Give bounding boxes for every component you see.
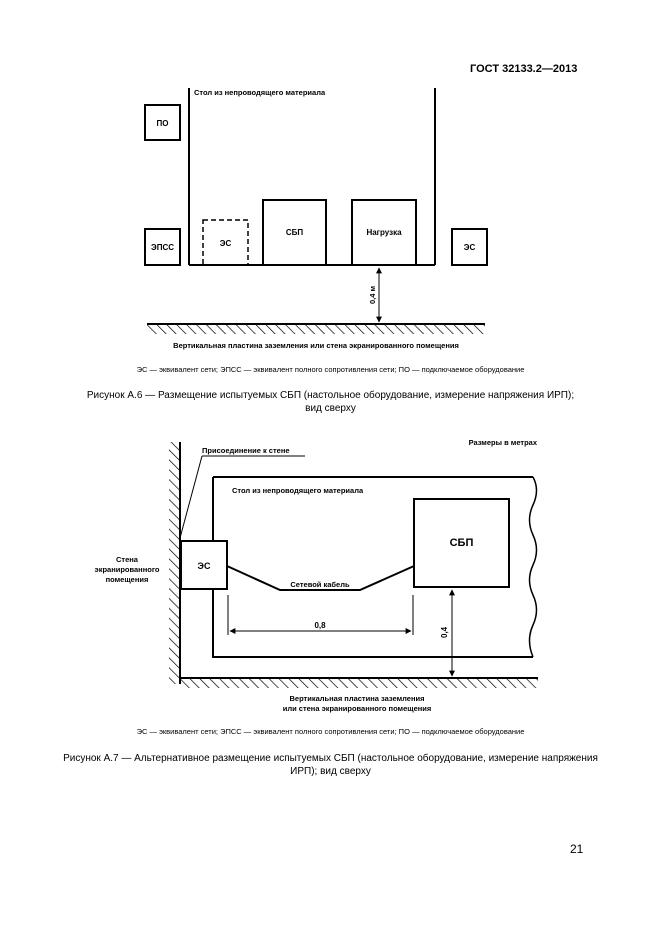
ground-plane-hatch xyxy=(147,324,485,334)
es-dashed-label: ЭС xyxy=(220,239,232,248)
wall-connection-label: Присоединение к стене xyxy=(202,446,290,455)
cable-label: Сетевой кабель xyxy=(290,580,350,589)
table-left-bottom-edge xyxy=(212,477,533,658)
figure-a7-caption-line1: Рисунок А.7 — Альтернативное размещение … xyxy=(63,753,598,764)
figure-a6-caption-line1: Рисунок А.6 — Размещение испытуемых СБП … xyxy=(86,390,575,401)
ground-plane-hatch xyxy=(180,678,538,688)
dimensions-note: Размеры в метрах xyxy=(469,438,538,447)
ground-label-line2: или стена экранированного помещения xyxy=(283,704,432,713)
po-label: ПО xyxy=(157,119,169,128)
sbp-box xyxy=(413,498,510,588)
wall-connection-leader xyxy=(179,455,203,539)
es-right-box xyxy=(451,228,488,266)
page-number: 21 xyxy=(570,842,584,856)
ground-label: Вертикальная пластина заземления или сте… xyxy=(173,341,459,350)
table-label: Стол из непроводящего материала xyxy=(194,88,326,97)
document-header: ГОСТ 32133.2—2013 xyxy=(470,63,578,75)
wall-label-line2: экранированного xyxy=(95,565,160,574)
sbp-label: СБП xyxy=(450,537,474,549)
figure-a6-legend: ЭС — эквивалент сети; ЭПСС — эквивалент … xyxy=(136,365,525,374)
wall-label-line1: Стена xyxy=(116,555,139,564)
sbp-box xyxy=(262,199,327,266)
sbp-label: СБП xyxy=(286,228,304,237)
epss-label: ЭПСС xyxy=(151,243,174,252)
table-label: Стол из непроводящего материала xyxy=(232,486,364,495)
figure-a7-diagram: Размеры в метрах Присоединение к стене С… xyxy=(95,438,538,713)
load-box xyxy=(351,199,417,266)
power-cable xyxy=(226,565,415,591)
wall-label-line3: помещения xyxy=(106,575,149,584)
dim-vertical-label: 0,4 xyxy=(440,626,449,638)
ground-label-line1: Вертикальная пластина заземления xyxy=(289,694,424,703)
dim-horizontal-label: 0,8 xyxy=(314,621,326,630)
figure-a6-diagram: Стол из непроводящего материала ПО ЭПСС … xyxy=(144,88,488,350)
distance-label: 0,4 м xyxy=(368,285,377,304)
es-box xyxy=(180,540,228,590)
epss-box xyxy=(144,228,181,266)
es-right-label: ЭС xyxy=(464,243,476,252)
es-label: ЭС xyxy=(198,561,211,571)
figure-a6-caption-line2: вид сверху xyxy=(305,403,356,414)
po-box xyxy=(144,104,181,141)
figure-a7-caption-line2: ИРП); вид сверху xyxy=(290,766,371,777)
es-dashed-box xyxy=(202,219,249,266)
wall-hatch xyxy=(169,442,179,684)
table-break-edge xyxy=(528,476,538,658)
figure-a7-legend: ЭС — эквивалент сети; ЭПСС — эквивалент … xyxy=(136,727,525,736)
load-label: Нагрузка xyxy=(366,228,402,237)
